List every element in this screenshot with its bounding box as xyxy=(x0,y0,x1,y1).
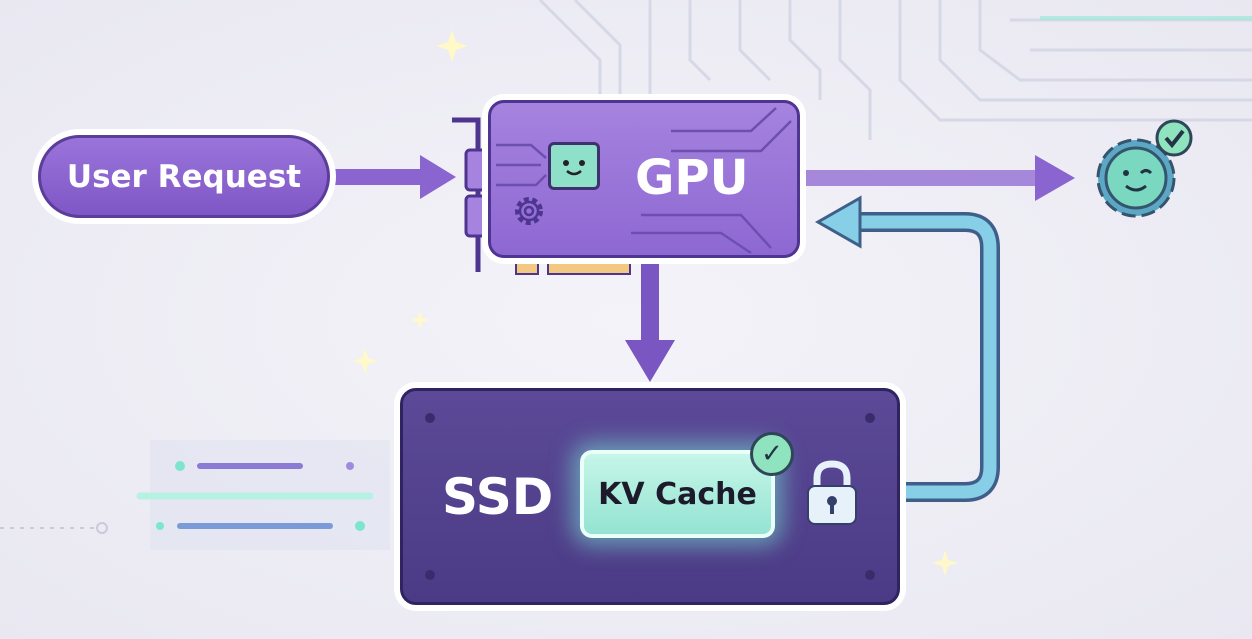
gpu-connectors xyxy=(515,257,631,275)
gpu-bracket xyxy=(452,117,488,272)
check-icon: ✓ xyxy=(750,432,794,476)
kv-cache-label: KV Cache xyxy=(598,476,757,512)
gear-icon xyxy=(515,197,543,225)
lock-icon xyxy=(807,460,857,525)
arrow-ssd-to-gpu-return xyxy=(814,195,1000,502)
arrow-gpu-to-output xyxy=(800,155,1075,201)
arrow-gpu-to-ssd xyxy=(625,258,675,382)
ssd-screws xyxy=(425,413,875,580)
user-request-node: User Request xyxy=(38,135,330,218)
smiling-gear-icon xyxy=(1096,119,1193,218)
speed-lines xyxy=(0,440,390,550)
sparkles xyxy=(352,30,958,576)
check-icon xyxy=(1164,129,1185,149)
gpu-label: GPU xyxy=(635,150,749,206)
gpu-node xyxy=(488,100,800,258)
user-request-label: User Request xyxy=(66,158,302,195)
ssd-label: SSD xyxy=(442,468,554,526)
gpu-circuit-traces xyxy=(496,107,792,255)
arrow-user-to-gpu xyxy=(330,155,456,199)
kv-cache-node: KV Cache xyxy=(580,450,775,538)
smiling-chip-icon xyxy=(548,142,600,190)
